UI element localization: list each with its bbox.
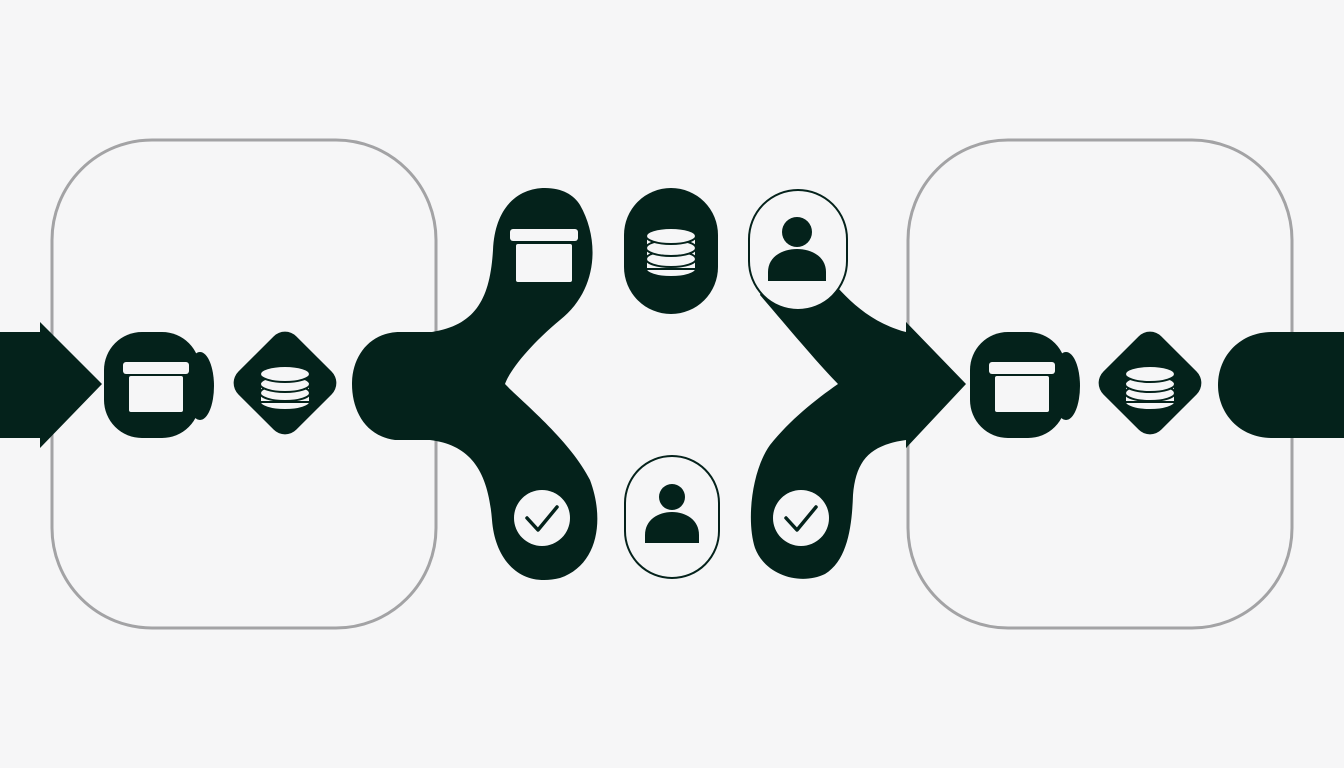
box-icon: [989, 362, 1055, 412]
box-node-right[interactable]: [970, 332, 1080, 438]
box-icon: [510, 229, 578, 282]
user-node-center[interactable]: [624, 455, 720, 579]
check-icon: [784, 505, 818, 532]
check-node-left[interactable]: [514, 490, 570, 546]
database-icon: [645, 227, 697, 278]
box-icon: [123, 362, 189, 412]
check-icon: [525, 505, 559, 532]
check-node-right[interactable]: [773, 490, 829, 546]
database-node-right[interactable]: [1092, 325, 1208, 441]
box-node-left[interactable]: [104, 332, 214, 438]
database-node-left[interactable]: [227, 325, 343, 441]
incoming-arrow-left: [0, 322, 102, 448]
outgoing-connector-right: [1218, 332, 1344, 438]
left-branch-connector: [352, 188, 598, 581]
user-node-right[interactable]: [748, 189, 848, 311]
database-node-center[interactable]: [624, 188, 718, 314]
database-icon: [1124, 365, 1176, 411]
database-icon: [259, 365, 311, 411]
user-icon: [645, 484, 699, 543]
user-icon: [768, 217, 826, 281]
